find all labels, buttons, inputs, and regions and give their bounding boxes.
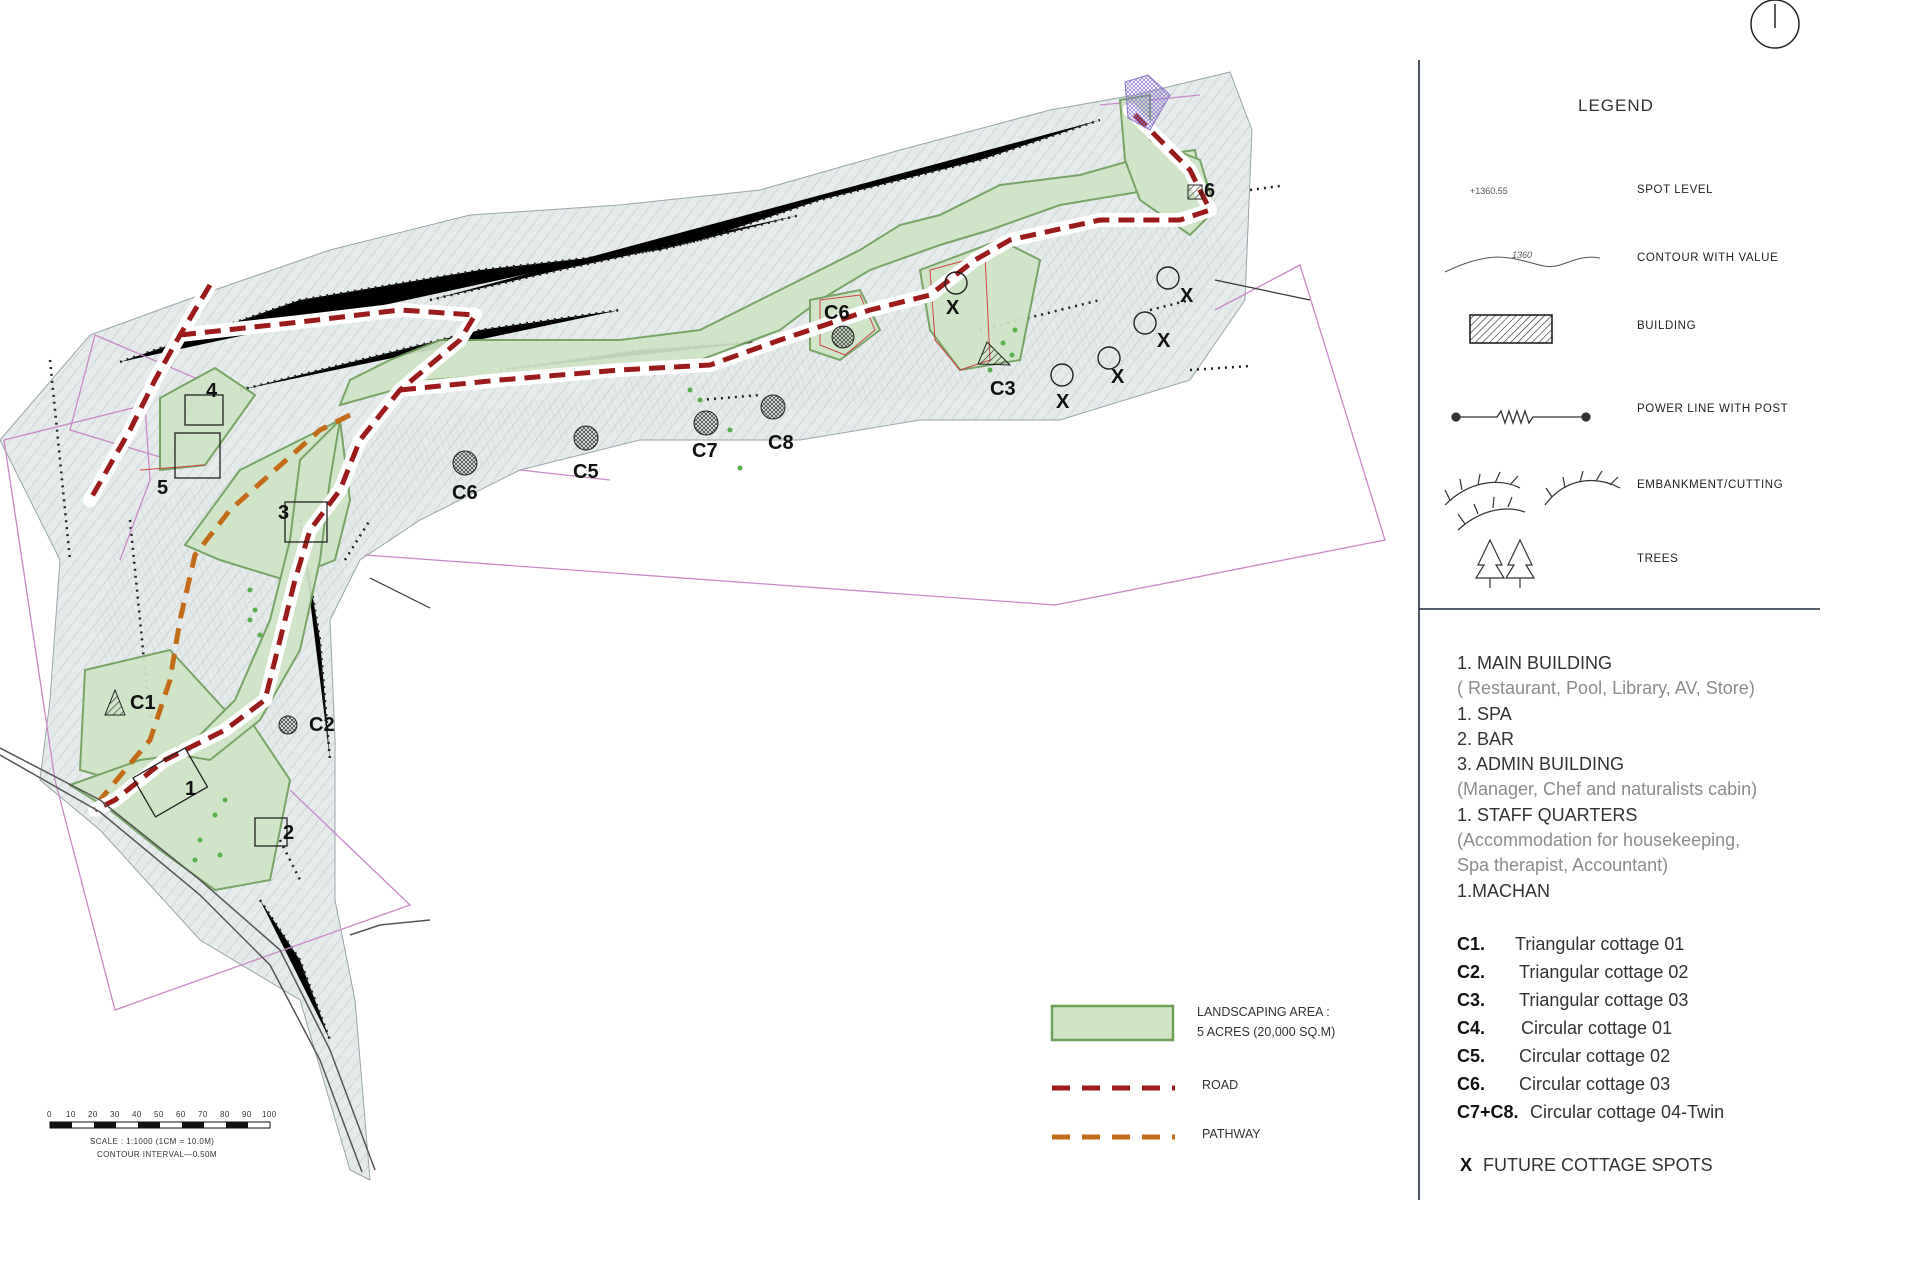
building-sample-icon — [1469, 314, 1553, 344]
building-admin-detail: (Manager, Chef and naturalists cabin) — [1457, 779, 1758, 799]
map-label-b3: 3 — [278, 502, 290, 524]
scale-tick-10: 10 — [66, 1110, 76, 1119]
cottage-label-c7c8: Circular cottage 04-Twin — [1530, 1102, 1725, 1122]
legend-label-spot-level: SPOT LEVEL — [1637, 184, 1714, 196]
map-label-c6-a: C6 — [452, 482, 478, 504]
map-label-x2: X — [1180, 285, 1194, 307]
map-label-c8: C8 — [768, 432, 794, 454]
cottage-label-c2: Triangular cottage 02 — [1519, 962, 1689, 982]
cottage-label-c3: Triangular cottage 03 — [1519, 990, 1689, 1010]
map-label-b4: 4 — [206, 380, 218, 402]
cottage-label-c1: Triangular cottage 01 — [1515, 934, 1685, 954]
legend-label-trees: TREES — [1637, 553, 1679, 565]
cottage-label-c6: Circular cottage 03 — [1519, 1074, 1671, 1094]
scale-tick-0: 0 — [47, 1110, 52, 1119]
map-label-c3: C3 — [990, 378, 1016, 400]
building-machan: 1.MACHAN — [1457, 881, 1551, 901]
scale-bar — [49, 1121, 271, 1129]
building-bar: 2. BAR — [1457, 729, 1515, 749]
scale-tick-50: 50 — [154, 1110, 164, 1119]
landscaping-label-1: LANDSCAPING AREA : — [1197, 1005, 1330, 1019]
scale-tick-70: 70 — [198, 1110, 208, 1119]
cottage-code-c6: C6. — [1457, 1074, 1486, 1094]
map-label-c6-b: C6 — [824, 302, 850, 324]
map-label-b5: 5 — [157, 477, 169, 499]
road-label: ROAD — [1202, 1078, 1239, 1092]
cottage-code-c1: C1. — [1457, 934, 1486, 954]
contour-interval-note: CONTOUR INTERVAL—0.50M — [97, 1150, 217, 1159]
cottage-code-c5: C5. — [1457, 1046, 1486, 1066]
cottage-symbols — [104, 74, 1203, 735]
scale-tick-30: 30 — [110, 1110, 120, 1119]
map-label-x5: X — [1056, 391, 1070, 413]
spot-level-sample: +1360.55 — [1470, 186, 1508, 196]
future-label: FUTURE COTTAGE SPOTS — [1483, 1155, 1713, 1175]
section-arrows — [369, 279, 1311, 609]
building-main-detail: ( Restaurant, Pool, Library, AV, Store) — [1457, 678, 1755, 698]
pathway-label: PATHWAY — [1202, 1127, 1261, 1141]
legend-symbols — [1444, 256, 1621, 588]
map-label-c1: C1 — [130, 692, 156, 714]
map-label-b6: 6 — [1204, 180, 1216, 202]
legend-title: LEGEND — [1578, 96, 1654, 115]
map-label-c2: C2 — [309, 714, 335, 736]
scale-tick-90: 90 — [242, 1110, 252, 1119]
terrain-contours — [0, 71, 1253, 1181]
cottage-code-c2: C2. — [1457, 962, 1486, 982]
map-label-x3: X — [1157, 330, 1171, 352]
cottage-label-c4: Circular cottage 01 — [1521, 1018, 1673, 1038]
legend-label-contour: CONTOUR WITH VALUE — [1637, 252, 1779, 264]
contour-sample-value: 1360 — [1512, 250, 1533, 260]
power-line-sample-icon — [1451, 408, 1591, 426]
pathway-route — [98, 412, 352, 802]
building-main: 1. MAIN BUILDING — [1457, 653, 1613, 673]
building-staff-detail: (Accommodation for housekeeping, — [1457, 830, 1741, 850]
legend-label-power-line: POWER LINE WITH POST — [1637, 403, 1789, 415]
trees-sample-icon — [1474, 538, 1536, 588]
scale-tick-60: 60 — [176, 1110, 186, 1119]
building-staff: 1. STAFF QUARTERS — [1457, 805, 1638, 825]
scale-tick-40: 40 — [132, 1110, 142, 1119]
scale-tick-100: 100 — [262, 1110, 277, 1119]
future-cottage-circles — [944, 266, 1180, 387]
map-label-x1: X — [946, 297, 960, 319]
building-spa: 1. SPA — [1457, 704, 1512, 724]
legend-label-embankment: EMBANKMENT/CUTTING — [1637, 479, 1784, 491]
map-label-b1: 1 — [185, 778, 197, 800]
map-label-b2: 2 — [283, 822, 295, 844]
scale-tick-20: 20 — [88, 1110, 98, 1119]
future-code: X — [1460, 1155, 1473, 1175]
building-admin: 3. ADMIN BUILDING — [1457, 754, 1625, 774]
access-road — [0, 747, 431, 1173]
building-staff-detail-2: Spa therapist, Accountant) — [1457, 855, 1669, 875]
road-route — [87, 108, 1213, 813]
landscaping-label-2: 5 ACRES (20,000 SQ.M) — [1197, 1025, 1336, 1039]
buildings — [132, 394, 328, 847]
legend-label-building: BUILDING — [1637, 320, 1697, 332]
map-label-c5: C5 — [573, 461, 599, 483]
map-label-x4: X — [1111, 366, 1125, 388]
landscaping-swatch — [1050, 1004, 1175, 1042]
north-arrow-icon — [1750, 0, 1800, 49]
scale-note: SCALE : 1:1000 (1CM = 10.0M) — [90, 1137, 215, 1146]
embankment-sample-icon — [1444, 470, 1621, 531]
cottage-label-c5: Circular cottage 02 — [1519, 1046, 1671, 1066]
cottage-code-c3: C3. — [1457, 990, 1486, 1010]
contour-sample-icon — [1444, 256, 1601, 273]
scale-tick-80: 80 — [220, 1110, 230, 1119]
cottage-code-c7c8: C7+C8. — [1457, 1102, 1519, 1122]
cottage-code-c4: C4. — [1457, 1018, 1486, 1038]
map-label-c7: C7 — [692, 440, 718, 462]
map-key-samples — [1050, 1004, 1175, 1140]
tree-marks — [192, 327, 1018, 863]
